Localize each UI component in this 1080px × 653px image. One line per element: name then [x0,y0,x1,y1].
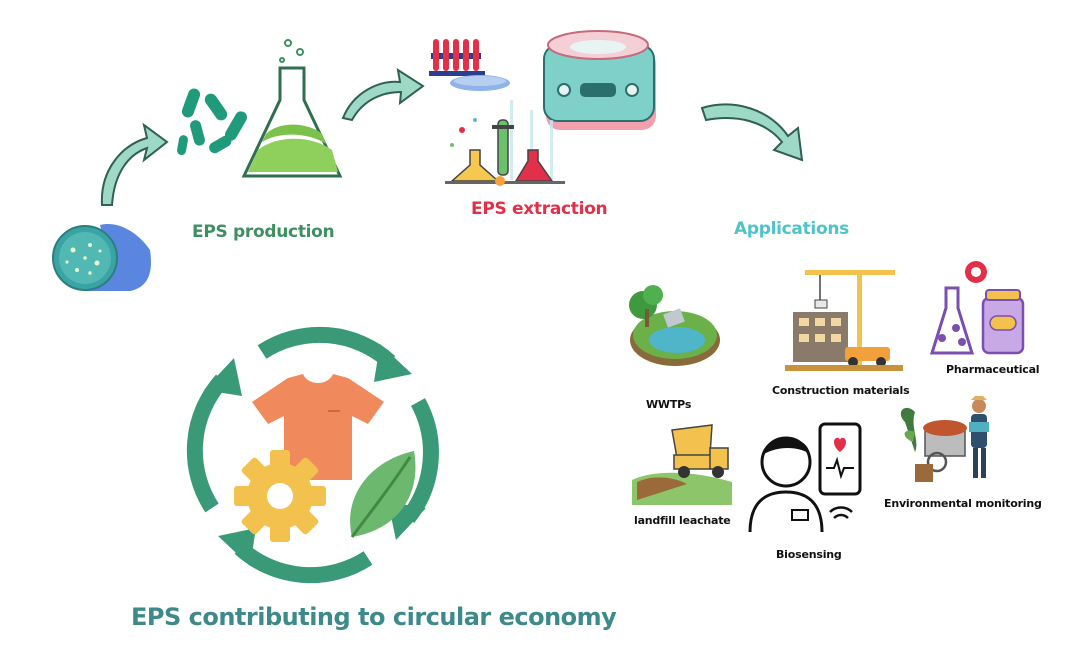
farmer-cart-icon [900,396,989,482]
flask-icon [241,39,343,178]
construction-materials-label: Construction materials [772,384,910,397]
lab-glassware-icon [445,100,565,186]
person-device-icon [748,422,862,533]
eps-production-label: EPS production [192,222,335,242]
leaf-icon [350,451,416,538]
test-tube-rack-icon [429,39,510,91]
environmental-monitoring-label: Environmental monitoring [884,497,1042,510]
applications-label: Applications [734,219,849,239]
pharmaceutical-label: Pharmaceutical [946,363,1040,376]
centrifuge-icon [543,30,656,130]
eps-extraction-label: EPS extraction [471,199,608,219]
landfill-leachate-label: landfill leachate [634,514,731,527]
wwtps-label: WWTPs [646,398,692,411]
pharma-flask-pill-icon [929,261,1025,355]
dump-truck-icon [632,424,732,505]
bacteria-icon [177,88,247,156]
bacteria-dish-hand-icon [52,224,151,291]
flow-arrow-3 [700,103,804,162]
treatment-plant-icon [629,285,720,366]
crane-construction-icon [785,270,903,371]
recycle-cycle-icon [186,326,439,584]
biosensing-label: Biosensing [776,548,842,561]
flow-arrow-1 [100,122,169,206]
circular-economy-label: EPS contributing to circular economy [131,603,617,631]
flow-arrow-2 [341,67,425,122]
gear-icon [234,450,326,542]
